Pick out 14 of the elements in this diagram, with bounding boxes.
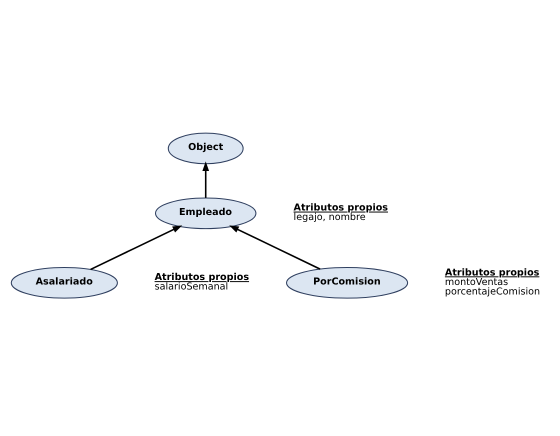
node-ellipse: Object (168, 132, 244, 164)
node-label: Atributos propios (154, 272, 250, 284)
node-ellipse: Asalariado (10, 267, 118, 299)
node-label: Atributos propios (294, 202, 388, 214)
arrow (202, 161, 210, 198)
node-ellipse: Empleado (154, 197, 256, 230)
node-ellipse: PorComision (286, 267, 408, 299)
node-label: Atributos propios (444, 267, 540, 278)
arrow (90, 225, 182, 270)
node-label: montoVentas (444, 276, 508, 288)
node-label: porcentajeComision (444, 286, 540, 298)
node-label: legajo, nombre (294, 212, 366, 224)
node-label: salarioSemanal (154, 282, 228, 293)
arrow (229, 225, 320, 270)
